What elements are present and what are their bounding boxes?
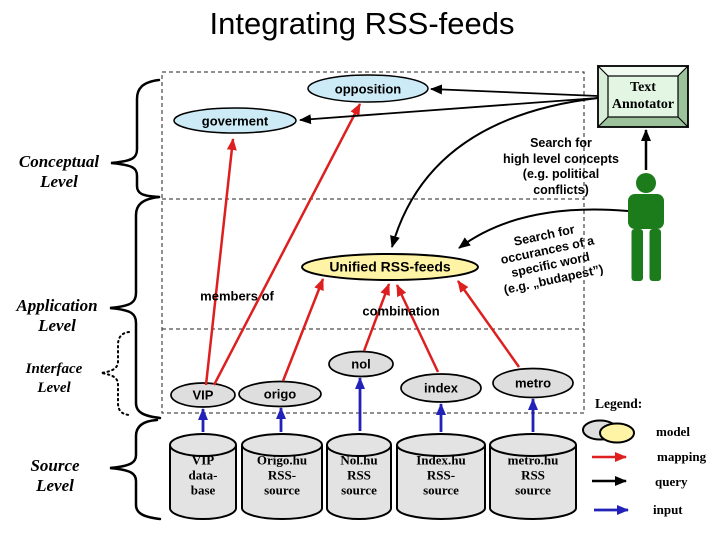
- mapping-arrow-vip-goverment: [204, 138, 237, 386]
- mapping-arrow-index-unified: [395, 284, 440, 373]
- ellipse-origo: [238, 380, 322, 408]
- legend-label-model: model: [656, 424, 690, 439]
- cylinder-label-vip: VIP data- base: [188, 452, 218, 498]
- text-annotator-label: Text Annotator: [611, 80, 675, 112]
- ellipse-metro: [492, 367, 574, 399]
- cylinder-metro-source: [489, 433, 577, 520]
- ellipse-nol: [328, 350, 394, 378]
- ellipse-opposition: [307, 74, 429, 103]
- mapping-arrow-vip-opposition: [212, 103, 362, 386]
- person-icon: [628, 173, 664, 281]
- query-note-high-level: Search for high level concepts (e.g. pol…: [502, 136, 620, 197]
- level-label-interface: Interface Level: [25, 361, 83, 396]
- ellipse-label-goverment: goverment: [201, 113, 269, 129]
- brace-conceptual: [110, 78, 161, 199]
- legend-label-mapping: mapping: [657, 449, 707, 464]
- query-arrow-annotator-unified: [390, 97, 599, 248]
- cylinder-label-nol: Nol.hu RSS source: [340, 452, 378, 498]
- relation-label-combination: combination: [362, 303, 440, 319]
- ellipse-goverment: [173, 107, 297, 134]
- cylinder-label-metro: metro.hu RSS source: [507, 452, 559, 498]
- mapping-arrow-origo-unified: [281, 278, 325, 382]
- legend-label-query: query: [655, 474, 688, 489]
- brace-source: [109, 418, 162, 521]
- query-arrow-person-unified: [458, 208, 629, 249]
- ellipse-label-origo: origo: [263, 386, 297, 402]
- legend-title: Legend:: [595, 396, 643, 411]
- cylinder-label-origo: Origo.hu RSS- source: [256, 452, 308, 498]
- ellipse-label-unified: Unified RSS-feeds: [329, 258, 451, 275]
- ellipse-label-vip: VIP: [192, 387, 214, 403]
- legend-model-icon: [582, 419, 635, 444]
- relation-label-members-of: members of: [200, 288, 274, 304]
- mapping-arrow-metro-unified: [456, 280, 521, 368]
- ellipse-label-metro: metro: [514, 375, 552, 391]
- cylinder-nol-source: [326, 433, 392, 520]
- level-label-conceptual: Conceptual Level: [18, 152, 100, 191]
- level-label-source: Source Level: [30, 456, 80, 495]
- brace-interface: [100, 331, 130, 416]
- cylinder-vip-database: [169, 433, 237, 520]
- text-annotator-box: [596, 64, 690, 129]
- ellipse-vip: [170, 382, 236, 408]
- mapping-arrow-nol-unified: [362, 283, 391, 352]
- query-arrow-annotator-opposition: [430, 84, 599, 97]
- ellipse-unified-rss: [301, 253, 479, 281]
- legend-label-input: input: [653, 502, 683, 517]
- ellipse-label-index: index: [424, 380, 458, 396]
- cylinder-label-index: Index.hu RSS- source: [416, 452, 466, 498]
- cylinder-origo-source: [241, 433, 323, 520]
- query-arrow-annotator-goverment: [299, 97, 599, 125]
- level-label-application: Application Level: [16, 296, 98, 335]
- page-title: Integrating RSS-feeds: [209, 6, 515, 41]
- ellipse-label-nol: nol: [351, 356, 371, 372]
- ellipse-index: [400, 373, 482, 403]
- ellipse-label-opposition: opposition: [334, 81, 402, 97]
- brace-application: [109, 195, 162, 420]
- cylinder-index-source: [396, 433, 486, 520]
